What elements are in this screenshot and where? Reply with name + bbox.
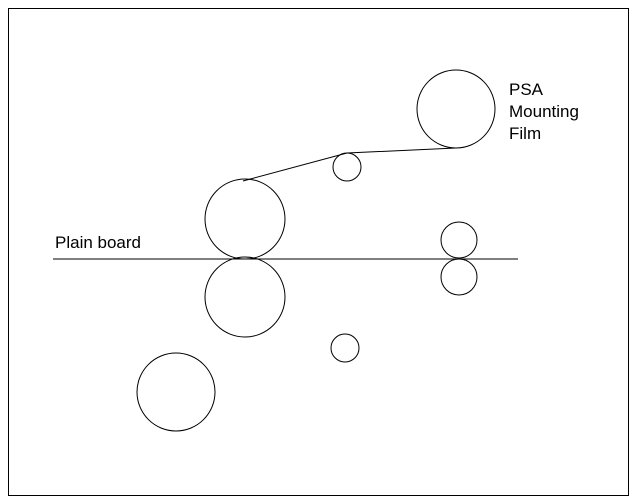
board-label: Plain board [55, 233, 142, 252]
idler-roller [332, 152, 362, 182]
upper-laminating-roller [204, 178, 286, 260]
film-web [242, 147, 457, 182]
lower-idler-roller [330, 333, 360, 363]
lower-laminating-roller [204, 256, 286, 338]
diagram-frame [8, 8, 629, 496]
lower-pull-roller [440, 258, 478, 296]
film-supply-roll [416, 69, 496, 149]
upper-pull-roller [440, 221, 478, 259]
film-label-line-3: Film [509, 124, 542, 143]
film-label-line-2: Mounting [509, 102, 579, 121]
film-label-line-1: PSA [509, 80, 544, 99]
take-up-roll [136, 352, 216, 432]
film-label: PSA Mounting Film [509, 79, 579, 145]
